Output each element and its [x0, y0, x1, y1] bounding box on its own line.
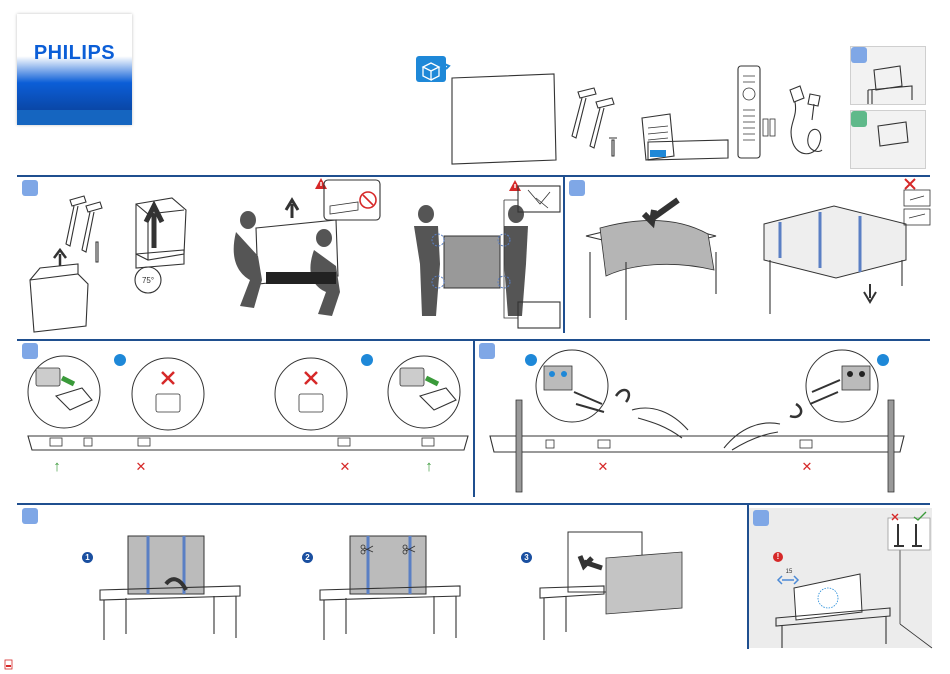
- philips-logo: PHILIPS: [17, 14, 132, 125]
- pdf-icon: [5, 660, 13, 669]
- brand-wordmark: PHILIPS: [17, 42, 132, 65]
- section-divider-2: [473, 341, 475, 497]
- option-badge-wall: [851, 111, 867, 127]
- tv-on-wall-icon: [872, 120, 916, 160]
- scissors-icon: [360, 544, 374, 554]
- step-badge-unpack: [22, 180, 38, 196]
- step-number-1: 1: [82, 552, 93, 563]
- cross-icon: ✕: [800, 459, 814, 475]
- scissors-icon: [402, 544, 416, 554]
- cross-icon: ✕: [596, 459, 610, 475]
- tv-on-table-straps-illustration: [96, 534, 246, 642]
- section-divider-1: [563, 177, 565, 333]
- surface-option-icons: [904, 190, 932, 226]
- remote-control-illustration: [736, 64, 766, 162]
- cross-icon: [904, 178, 916, 190]
- warning-icon: !: [773, 552, 783, 562]
- check-icon: ↑: [50, 458, 64, 475]
- step-badge-remove-straps: [22, 508, 38, 524]
- manuals-illustration: [640, 114, 732, 162]
- cover-table-illustration: [582, 190, 722, 320]
- tv-face-down-illustration: [760, 196, 910, 316]
- power-cord-illustration: [782, 84, 828, 164]
- tv-panel-illustration: [450, 74, 560, 166]
- cross-icon: ✕: [134, 459, 148, 475]
- tv-back-bottom-edge-right: [488, 396, 908, 496]
- step-number-2: 2: [302, 552, 313, 563]
- stand-legs-illustration: [566, 86, 626, 158]
- check-icon: ↑: [422, 458, 436, 475]
- brand-band: [17, 110, 132, 125]
- section-rule-1: [17, 175, 930, 177]
- step-circle-b: [361, 354, 373, 366]
- option-badge-table: [851, 47, 867, 63]
- section-rule-3: [17, 503, 930, 505]
- tv-back-bottom-edge-left: [26, 430, 472, 456]
- tv-on-table-cut-straps-illustration: [316, 534, 466, 642]
- step-circle-a: [114, 354, 126, 366]
- cross-icon: ✕: [338, 459, 352, 475]
- wall-distance-label: 15: [784, 569, 794, 575]
- step-number-3: 3: [521, 552, 532, 563]
- batteries-illustration: [762, 116, 778, 138]
- box-open-icon: [416, 56, 452, 84]
- crack-warning-illustration: [500, 184, 562, 332]
- step-badge-screw-stand: [479, 343, 495, 359]
- tv-remove-protective-film-illustration: [536, 530, 686, 642]
- zoom-correct-left: [26, 354, 106, 434]
- stand-position-options-icon: [888, 512, 932, 552]
- section-divider-3: [747, 505, 749, 649]
- tv-on-table-icon: [864, 64, 918, 104]
- no-cut-icon: [324, 180, 380, 222]
- zoom-correct-right: [386, 354, 466, 434]
- angle-label: 75°: [135, 276, 161, 285]
- zoom-wrong-left: [130, 356, 210, 436]
- unpack-stands-illustration: [26, 196, 106, 332]
- zoom-wrong-right: [273, 356, 353, 436]
